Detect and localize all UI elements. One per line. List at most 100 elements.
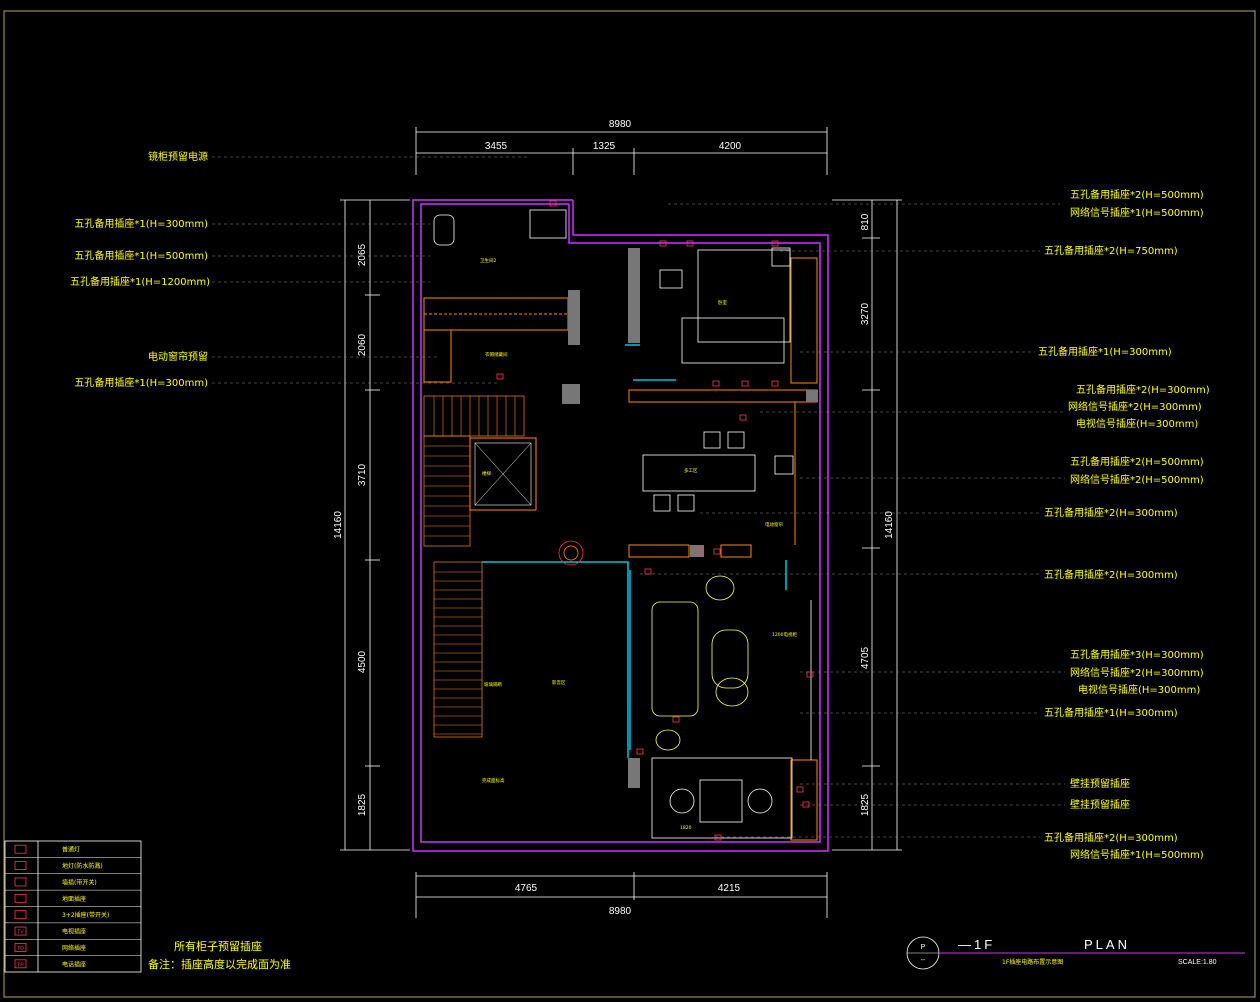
legend-label: 电视插座 [62, 928, 86, 936]
legend-label: 普通灯 [62, 846, 80, 854]
phone-socket-icon: TP [14, 959, 27, 968]
socket-icon [14, 844, 27, 854]
note-line-2: 备注：插座高度以完成面为准 [148, 957, 291, 971]
right-callout: 壁挂预留插座 [1070, 777, 1130, 790]
title-plan: PLAN [1084, 937, 1130, 952]
outlet-icon [713, 548, 721, 555]
left-callout: 镜柜预留电源 [148, 150, 208, 163]
legend-label: 地面插座 [62, 895, 86, 903]
dim-top-seg-1: 3455 [485, 141, 508, 152]
room-label-cloak: 衣帽储藏间 [485, 351, 508, 358]
outlet-icon [714, 834, 722, 841]
sheet-border [3, 10, 1256, 998]
right-callout: 网络信号插座*1(H=500mm) [1070, 848, 1204, 861]
outlet-icon [712, 380, 720, 387]
outlet-icon [741, 380, 749, 387]
right-callout: 网络信号插座*2(H=500mm) [1070, 473, 1204, 486]
outlet-icon [771, 380, 779, 387]
left-callouts: 镜柜预留电源 五孔备用插座*1(H=300mm) 五孔备用插座*1(H=500m… [70, 150, 210, 389]
right-callout: 五孔备用插座*2(H=750mm) [1044, 244, 1178, 257]
title-drawing-name: 1F插座电路布置示意图 [1002, 958, 1063, 966]
left-callout: 电动窗帘预留 [148, 350, 208, 363]
note-curtain: 电动窗帘 [765, 521, 783, 528]
right-callout: 五孔备用插座*1(H=300mm) [1038, 345, 1172, 358]
title-scale: SCALE:1.80 [1178, 959, 1217, 966]
outlet-icon [549, 200, 557, 207]
note-glass: 玻璃隔断 [484, 681, 502, 688]
outlet-icon [739, 414, 747, 421]
dim-left-seg-4: 4500 [357, 650, 368, 673]
outlet-icon [806, 671, 814, 678]
dim-left-seg-3: 3710 [357, 463, 368, 486]
legend-icon-label: TP [17, 962, 24, 968]
dim-right-seg-2: 3270 [860, 302, 871, 325]
room-label-cinema: 影音区 [552, 679, 566, 686]
glass-partitions [482, 344, 787, 758]
dim-bottom-total: 8980 [609, 906, 632, 917]
right-callout: 网络信号插座*2(H=300mm) [1070, 666, 1204, 679]
right-callout: 五孔备用插座*3(H=300mm) [1070, 648, 1204, 661]
dim-right-seg-1: 810 [860, 213, 871, 230]
right-callout: 五孔备用插座*2(H=300mm) [1044, 506, 1178, 519]
room-label-stair: 楼梯 [482, 470, 491, 477]
legend-label: 网络插座 [62, 944, 86, 952]
room-label-bath: 卫生间2 [480, 257, 496, 264]
leader-lines [212, 156, 1065, 838]
dim-left-seg-2: 2060 [357, 333, 368, 356]
title-symbol-bottom: -- [921, 957, 926, 964]
right-callout: 网络信号插座*1(H=500mm) [1070, 206, 1204, 219]
legend-label: 墙插(带开关) [62, 878, 97, 886]
left-callout: 五孔备用插座*1(H=300mm) [74, 376, 208, 389]
dim-top-seg-3: 4200 [719, 141, 742, 152]
wall-socket-icon [14, 877, 27, 887]
right-callout: 五孔备用插座*2(H=300mm) [1044, 568, 1178, 581]
note-dining: 1820 [680, 825, 692, 831]
outlet-icon [496, 373, 504, 380]
dim-right-seg-3: 4705 [860, 646, 871, 669]
dim-bottom-seg-1: 4765 [515, 883, 538, 894]
outlet-markers [496, 200, 814, 841]
floor-socket-icon [14, 893, 27, 903]
combo-socket-icon [14, 910, 27, 920]
legend-icon-label: TV [17, 930, 24, 936]
tv-socket-icon: TV [14, 926, 27, 936]
outlet-icon [696, 548, 704, 555]
outlet-icon [771, 240, 779, 247]
dim-right-total: 14160 [884, 511, 895, 539]
legend-label: 3+2插座(带开关) [62, 911, 109, 919]
right-callout: 五孔备用插座*2(H=300mm) [1076, 383, 1210, 396]
elevator-shaft [469, 437, 537, 511]
left-callout: 五孔备用插座*1(H=1200mm) [70, 275, 210, 288]
legend-label: 电话插座 [62, 960, 86, 968]
dim-left-seg-5: 1825 [357, 793, 368, 816]
outlet-icon [802, 801, 810, 808]
structural-columns [562, 248, 818, 788]
network-socket-icon: TO [14, 943, 27, 952]
room-label-work-table: 多工区 [684, 467, 698, 474]
outlet-icon [636, 748, 644, 755]
note-level: 完成面标高 [482, 777, 505, 784]
dim-top-seg-2: 1325 [593, 141, 616, 152]
title-block: P -- —1F PLAN 1F插座电路布置示意图 SCALE:1.80 [906, 936, 1245, 970]
dim-top-total: 8980 [609, 119, 632, 130]
dim-right-seg-4: 1825 [860, 793, 871, 816]
outlet-icon [796, 786, 804, 793]
stair-lines [424, 396, 516, 735]
outlet-icon [659, 240, 667, 247]
interior-walls [423, 257, 818, 841]
legend-label: 地灯(防水防溅) [62, 862, 103, 870]
right-callout: 五孔备用插座*1(H=300mm) [1044, 706, 1178, 719]
right-callout: 壁挂预留插座 [1070, 798, 1130, 811]
dim-left-total: 14160 [333, 511, 344, 539]
dim-left-seg-1: 2065 [357, 243, 368, 266]
title-symbol-top: P [921, 944, 926, 951]
outlet-icon [686, 240, 694, 247]
title-level: —1F [958, 937, 995, 952]
legend-icon-label: TO [17, 946, 24, 952]
room-label-bedroom: 卧室 [718, 299, 727, 306]
right-callout: 电视信号插座(H=300mm) [1076, 417, 1198, 430]
right-callout: 五孔备用插座*2(H=300mm) [1044, 831, 1178, 844]
right-callout: 五孔备用插座*2(H=500mm) [1070, 455, 1204, 468]
